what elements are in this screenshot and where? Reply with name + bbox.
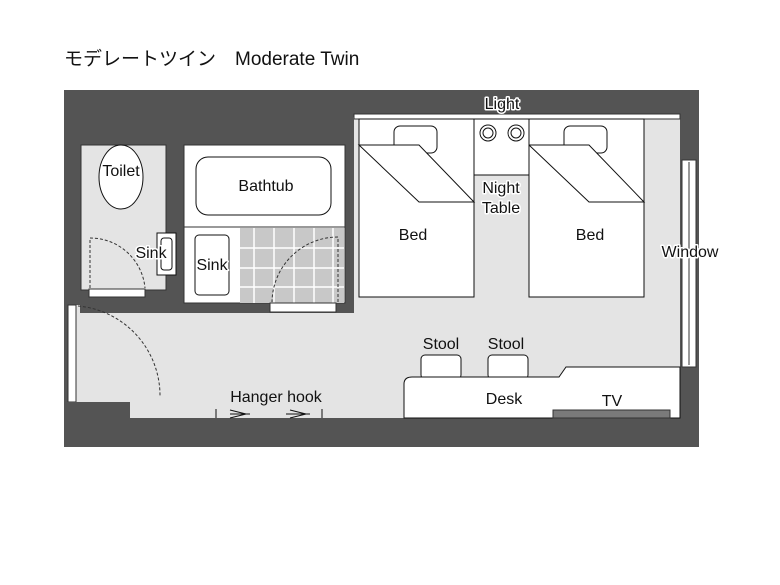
stool-right[interactable] [487,354,529,380]
label-sink-toilet: Sink [135,245,167,262]
label-tv: TV [602,393,623,410]
label-table: Table [482,200,520,217]
label-hanger-hook: Hanger hook [230,389,323,406]
entry-door-swing [77,305,161,397]
label-bathtub: Bathtub [238,178,293,195]
lamp-icon[interactable] [479,124,497,142]
bed-right[interactable] [527,118,646,298]
label-sink-bath: Sink [196,257,228,274]
label-light: Light [485,96,520,113]
label-toilet: Toilet [102,163,140,180]
label-stool-left: Stool [423,336,459,353]
shower-tiles [240,228,344,303]
toilet [98,144,144,210]
bed-left[interactable] [357,118,476,298]
label-window: Window [662,244,719,261]
bath-door-gap [269,302,337,313]
lamp-icon[interactable] [507,124,525,142]
hanger-hook-icon [215,409,323,419]
label-bed-right: Bed [576,227,604,244]
label-night: Night [482,180,520,197]
label-desk: Desk [486,391,523,408]
label-stool-right: Stool [488,336,524,353]
label-bed-left: Bed [399,227,427,244]
light-strip [353,113,681,120]
entry-door-frame [67,304,77,403]
bath-sink [194,234,230,296]
entry-floor [68,305,130,402]
toilet-door-swing [89,237,146,289]
bath-door-swing [271,236,339,303]
bottom-wall [64,402,130,447]
desk[interactable] [403,366,681,419]
page-title: モデレートツイン Moderate Twin [64,49,360,70]
wall-right-bath [345,117,354,313]
bathtub [195,156,332,216]
tv[interactable] [552,409,671,419]
toilet-door-gap [88,288,146,298]
stool-left[interactable] [420,354,462,380]
